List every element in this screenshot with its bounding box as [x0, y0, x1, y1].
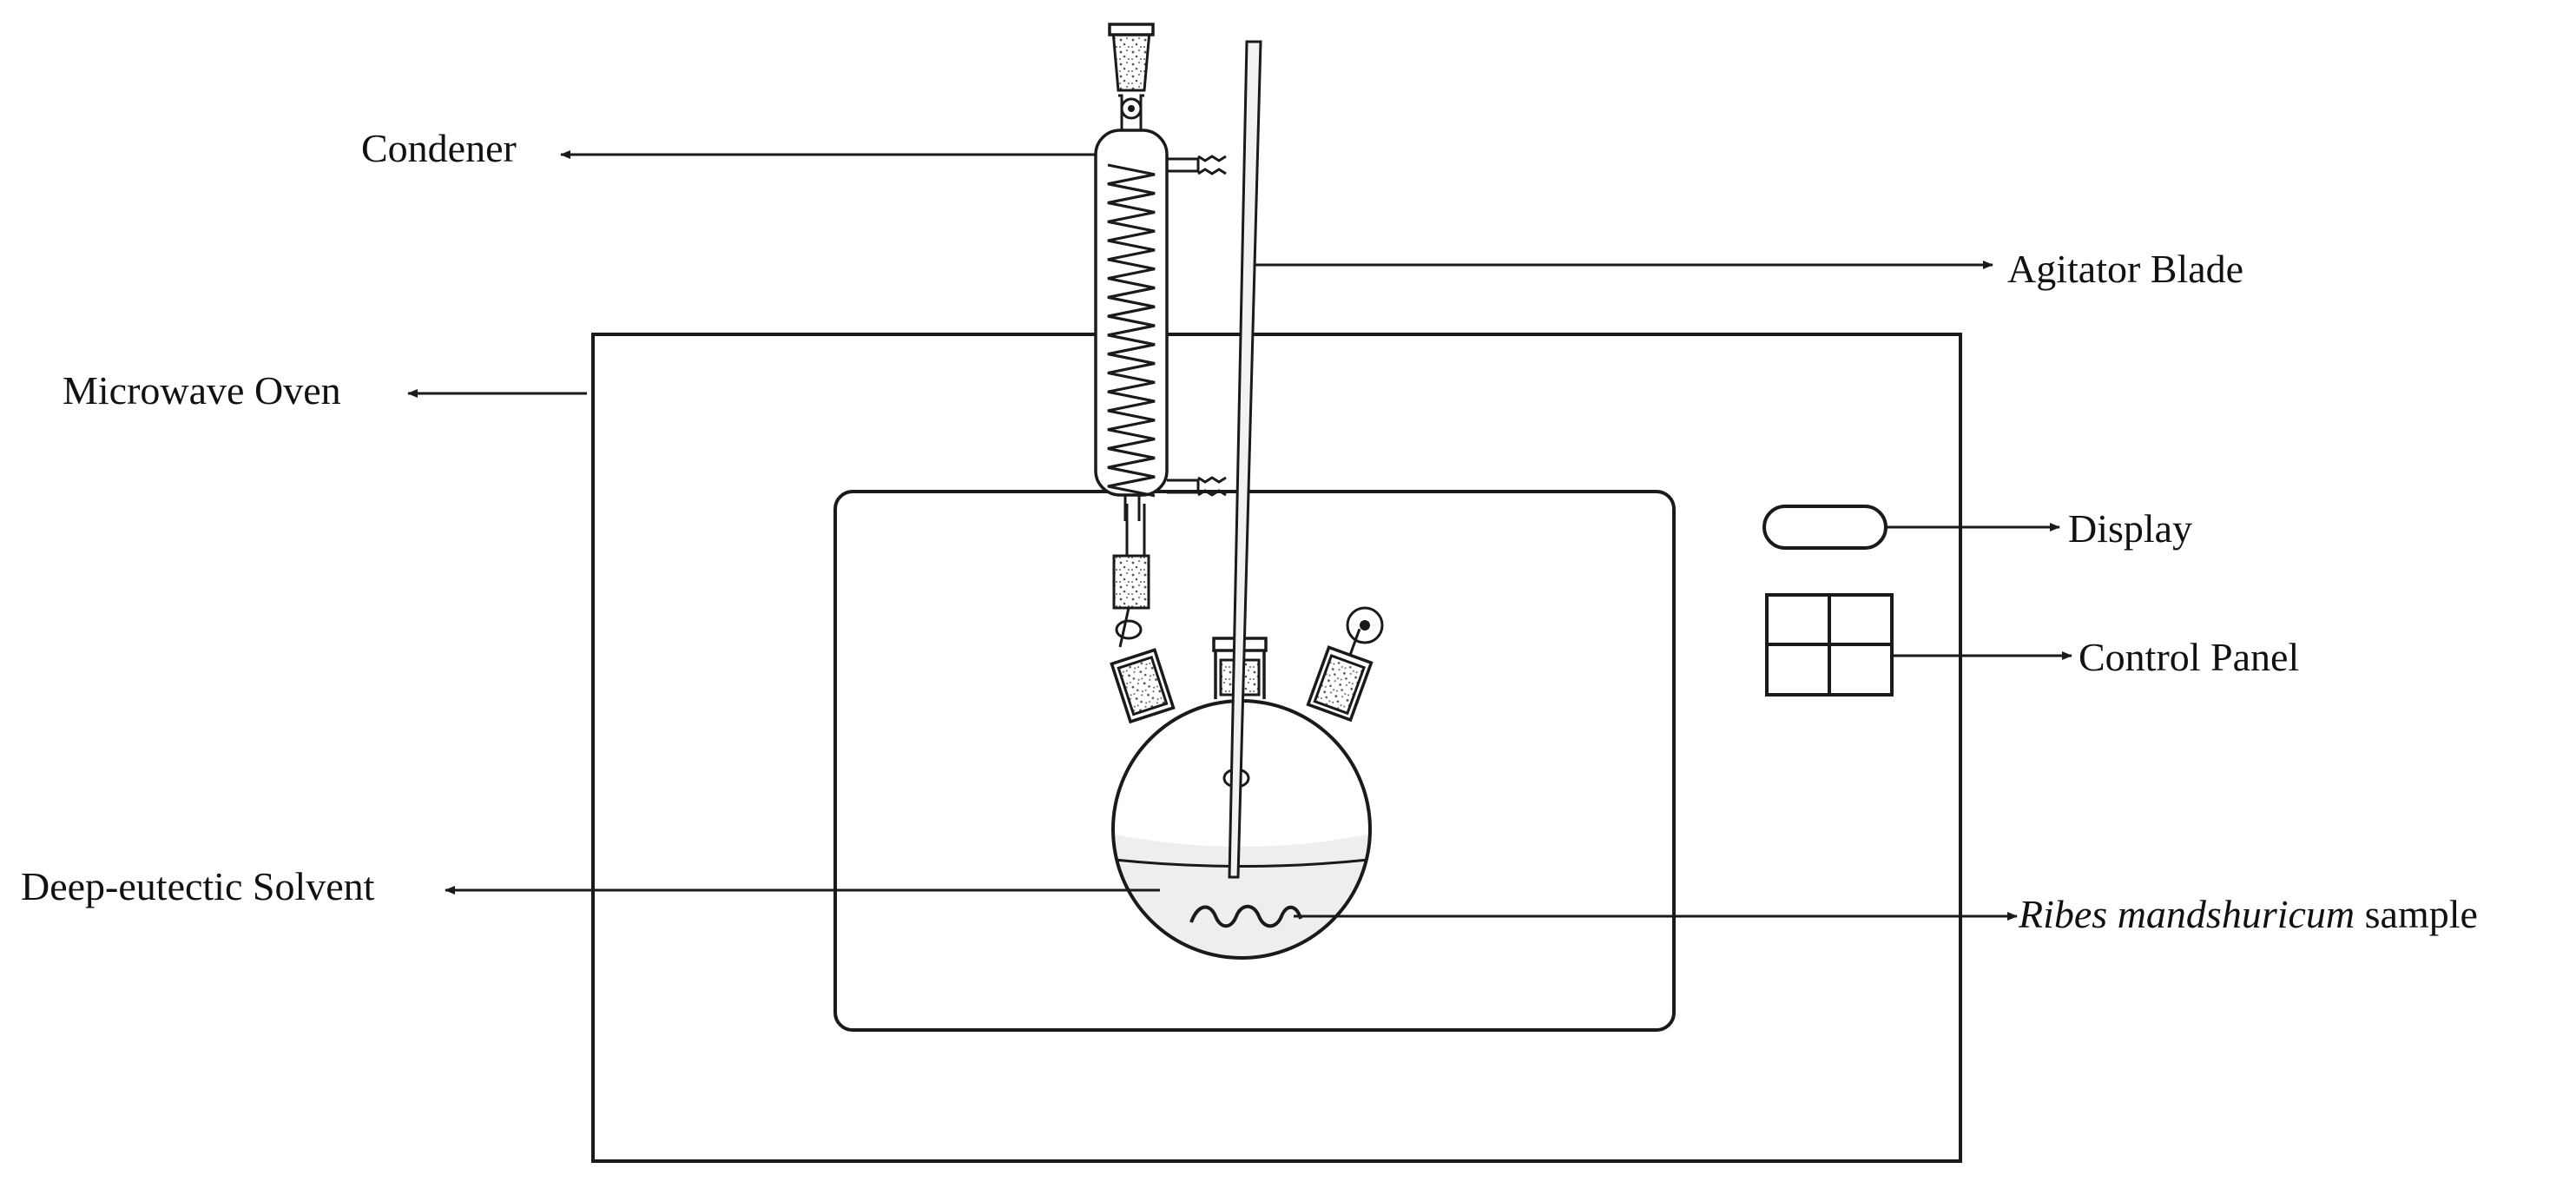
sample-label: Ribes mandshuricum sample: [2018, 892, 2478, 936]
three-neck-flask: [1111, 699, 1372, 960]
right-neck: [1306, 628, 1374, 723]
solvent-level: [1113, 834, 1370, 958]
solvent-label: Deep-eutectic Solvent: [21, 864, 375, 908]
sample-wave: [1189, 904, 1302, 928]
stopcock-knob: [1346, 606, 1384, 644]
microwave-oven-body: [591, 333, 1962, 1163]
condenser-body: [1094, 23, 1227, 521]
microwave-label: Microwave Oven: [63, 368, 341, 413]
adapter-joint: [1112, 504, 1150, 648]
agitator-label: Agitator Blade: [2007, 247, 2243, 291]
agitator-rod: [1228, 40, 1262, 879]
display-screen: [1762, 505, 1888, 550]
sample-label-suffix: sample: [2355, 892, 2478, 936]
sample-label-species: Ribes mandshuricum: [2018, 892, 2355, 936]
oven-cavity: [833, 490, 1676, 1032]
condenser-label: Condener: [361, 126, 517, 170]
left-neck: [1110, 648, 1176, 724]
control-panel-grid: [1765, 593, 1894, 697]
control-panel-label: Control Panel: [2079, 635, 2299, 679]
display-label: Display: [2068, 506, 2192, 551]
